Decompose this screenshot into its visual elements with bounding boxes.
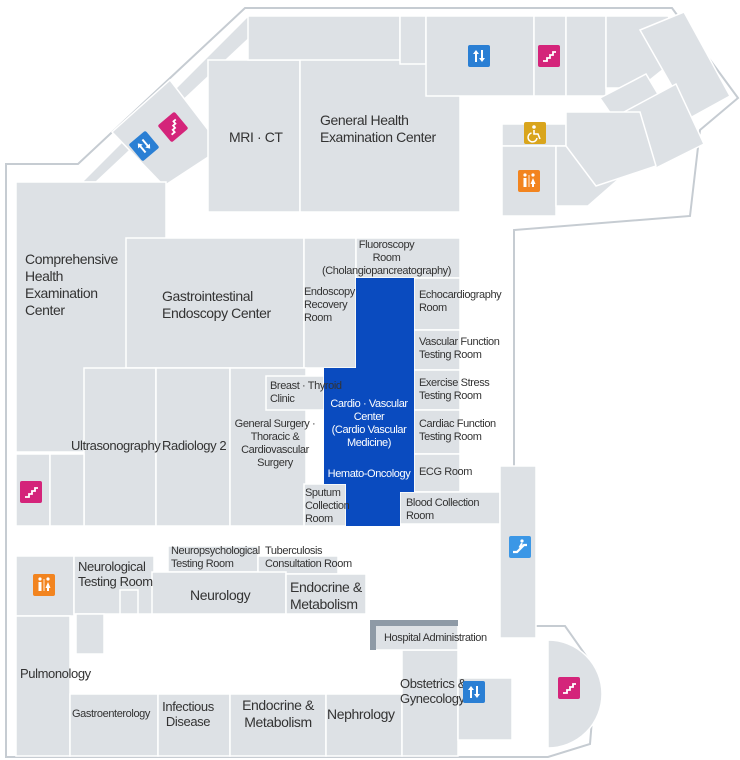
label-infectious: Infectious Disease [162, 699, 214, 729]
label-obgyn: Obstetrics & Gynecology [400, 676, 466, 706]
room-top-a [247, 15, 401, 61]
label-general-health: General Health Examination Center [320, 112, 436, 145]
room-pulmonology [15, 615, 71, 757]
room-endoscopy-recovery [303, 237, 357, 369]
room-blocks [15, 11, 732, 757]
highlight-cardio-hemato[interactable] [324, 278, 414, 526]
label-endoscopy-recovery: Endoscopy Recovery Room [304, 286, 355, 324]
room-neurology [151, 571, 287, 615]
room-ultrasonography [83, 367, 157, 527]
label-nephrology: Nephrology [327, 706, 395, 722]
room-echo [413, 277, 461, 331]
room-infectious [157, 693, 231, 757]
label-endocrine-lower: Endocrine & Metabolism [242, 697, 314, 730]
label-ecg: ECG Room [419, 466, 473, 478]
room-neuropsych [167, 545, 259, 573]
label-neuropsych: Neuropsychological Testing Room [171, 545, 260, 570]
label-ultrasonography: Ultrasonography [71, 438, 161, 453]
room-gastroenterology [69, 693, 159, 757]
restroom-icon[interactable] [518, 170, 540, 192]
label-pulmonology: Pulmonology [20, 666, 91, 681]
label-comprehensive-health: Comprehensive Health Examination Center [25, 251, 118, 318]
label-breast-thyroid: Breast · Thyroid Clinic [270, 380, 342, 405]
label-gastroenterology: Gastroenterology [72, 708, 150, 720]
label-blood-collection: Blood Collection Room [406, 497, 480, 522]
elevator-icon[interactable] [463, 681, 485, 703]
label-sputum: Sputum Collection Room [305, 487, 350, 525]
room-obgyn [401, 649, 459, 757]
room-fluoroscopy [355, 237, 461, 279]
label-endocrine-upper: Endocrine & Metabolism [290, 579, 362, 612]
room-endocrine-lower [229, 693, 327, 757]
room-breast-thyroid [265, 375, 325, 411]
stairs-icon[interactable] [538, 45, 560, 67]
label-cardio-vascular: Cardio · Vascular Center (Cardio Vascula… [330, 398, 408, 449]
room-nephrology [325, 693, 403, 757]
label-hemato-oncology: Hemato-Oncology [327, 468, 411, 480]
elevator-icon[interactable] [128, 130, 160, 162]
admin-marker [370, 620, 458, 626]
label-mri-ct: MRI · CT [229, 129, 283, 145]
room-top-b [399, 15, 427, 65]
elevator-icon[interactable] [468, 45, 490, 67]
room-west-small [49, 453, 85, 527]
escalator-icon[interactable] [509, 536, 531, 558]
room-top-c [565, 15, 607, 97]
label-exercise-stress: Exercise Stress Testing Room [419, 377, 490, 402]
label-echocardiography: Echocardiography Room [419, 289, 502, 314]
label-tuberculosis: Tuberculosis Consultation Room [265, 545, 352, 570]
label-vascular-function: Vascular Function Testing Room [419, 336, 500, 361]
room-neuro-small-a [75, 613, 105, 655]
stairs-icon[interactable] [558, 677, 580, 699]
accessible-restroom-icon[interactable] [524, 122, 546, 144]
label-general-surgery: General Surgery · Thoracic & Cardiovascu… [234, 418, 316, 469]
label-hospital-administration: Hospital Administration [384, 632, 487, 644]
label-fluoroscopy: Fluoroscopy Room (Cholangiopancreatograp… [322, 239, 452, 277]
label-neurological-testing: Neurological Testing Room [78, 559, 153, 589]
room-east-b [565, 111, 657, 187]
label-cardiac-function: Cardiac Function Testing Room [419, 418, 496, 443]
label-radiology2: Radiology 2 [162, 438, 227, 453]
admin-marker-side [370, 620, 376, 650]
stairs-icon[interactable] [157, 111, 189, 143]
room-neuro-testing [73, 555, 155, 615]
room-neuro-small-b [119, 589, 139, 615]
stairs-icon[interactable] [20, 481, 42, 503]
room-gastro [125, 237, 305, 369]
restroom-icon[interactable] [33, 574, 55, 596]
label-gastro-endoscopy: Gastrointestinal Endoscopy Center [162, 288, 271, 321]
room-endocrine-upper [285, 573, 367, 615]
label-neurology: Neurology [190, 587, 251, 603]
